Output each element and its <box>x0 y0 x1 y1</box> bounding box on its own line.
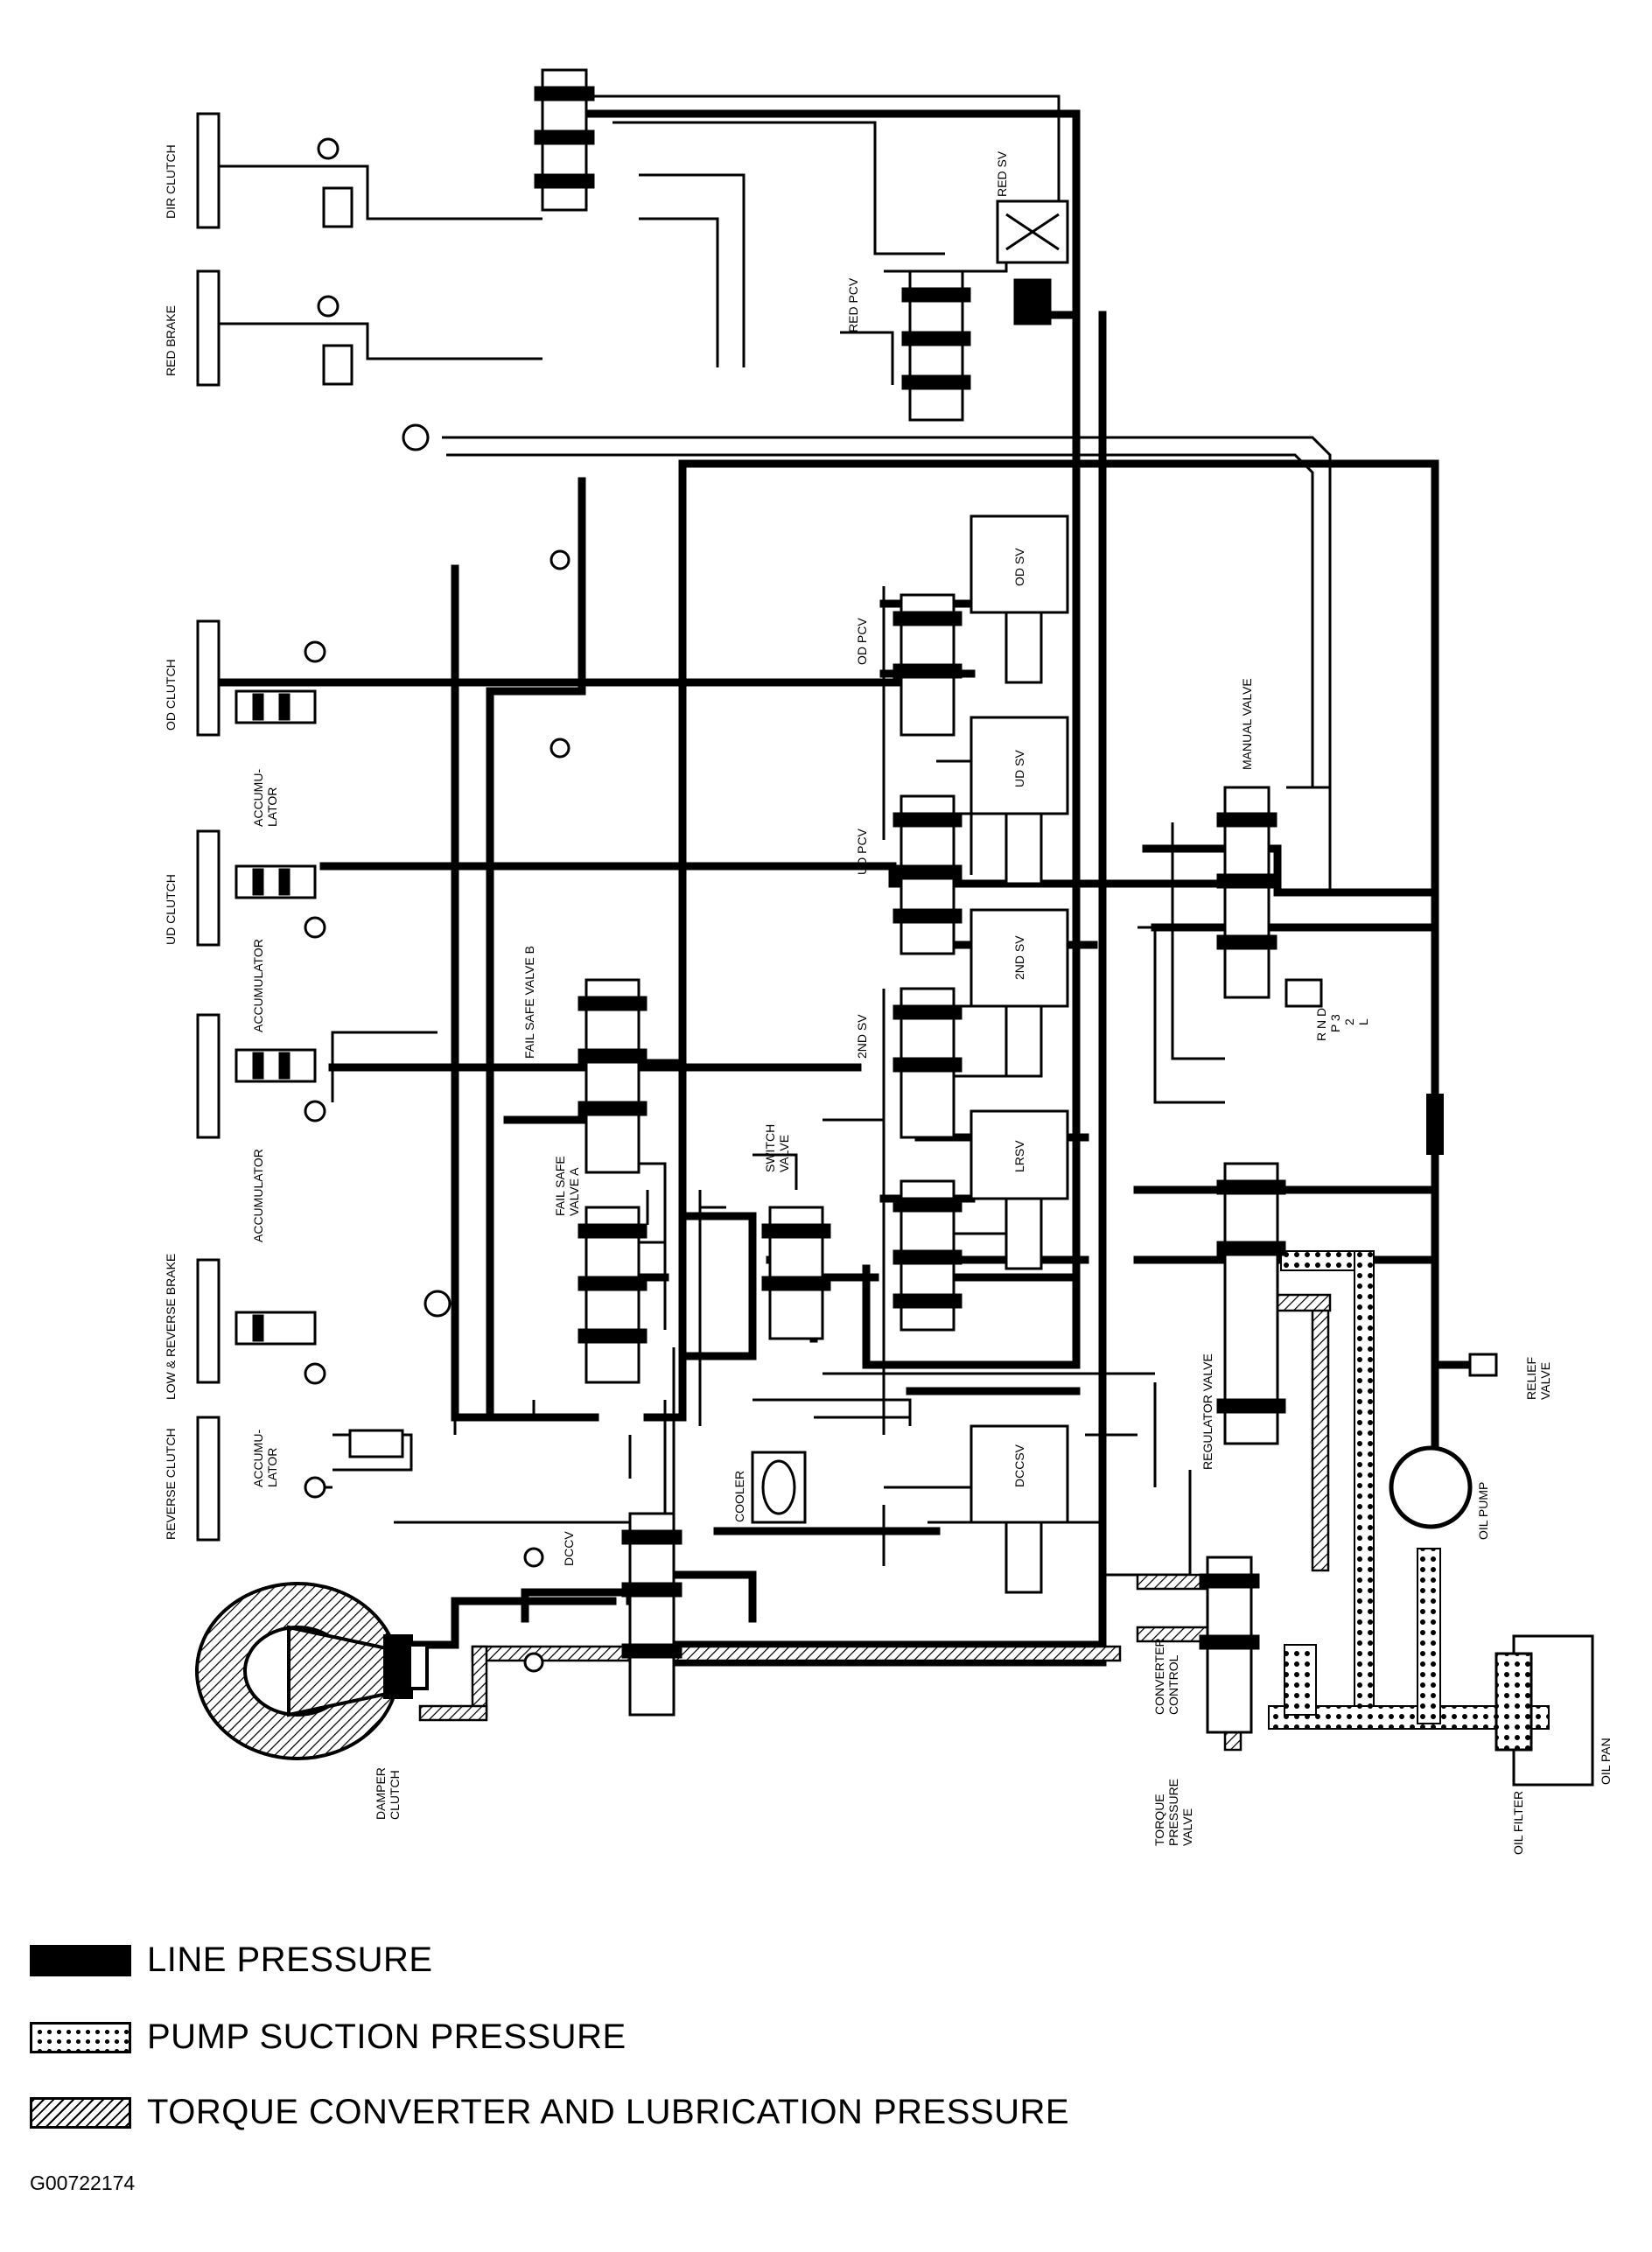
fail-safe-b-valve <box>578 978 648 1174</box>
label-switch-valve: SWITCHVALVE <box>763 1124 791 1172</box>
check-balls <box>317 137 570 1673</box>
label-second-sv: 2ND SV <box>855 1014 869 1059</box>
pump-suction-swatch <box>30 2021 131 2053</box>
od-sv-solenoid <box>970 514 1069 684</box>
line-pressure-orifice <box>1426 1094 1444 1155</box>
dir-valve-stack <box>534 68 595 212</box>
label-lrsv: LRSV <box>1012 1140 1026 1172</box>
lr-pcv-valve <box>892 1179 962 1332</box>
legend-line-pressure: LINE PRESSURE <box>30 1941 433 1980</box>
hydraulic-circuit-diagram: DIR CLUTCH RED BRAKE RED SV RED PCV OD C… <box>164 68 1613 1855</box>
legend-pump-suction: PUMP SUCTION PRESSURE <box>30 2018 626 2057</box>
label-oil-pan: OIL PAN <box>1599 1738 1613 1785</box>
label-red-brake: RED BRAKE <box>164 305 178 376</box>
od-clutch-bar <box>196 619 220 737</box>
label-red-sv: RED SV <box>995 150 1009 197</box>
label-accumulator-od: ACCUMU-LATOR <box>251 769 279 827</box>
label-low-reverse-brake: LOW & REVERSE BRAKE <box>164 1254 178 1400</box>
label-accumulator-rc: ACCUMU-LATOR <box>251 1430 279 1487</box>
manual-valve <box>1216 786 1323 1008</box>
oil-pan <box>1494 1634 1594 1787</box>
relief-valve <box>1468 1353 1498 1377</box>
label-reverse-clutch: REVERSE CLUTCH <box>164 1428 178 1540</box>
label-cooler: COOLER <box>732 1471 746 1522</box>
label-fail-safe-a: FAIL SAFEVALVE A <box>553 1156 581 1216</box>
ud-pcv-valve <box>892 794 962 955</box>
oil-pump <box>1389 1445 1473 1529</box>
ud-clutch-bar <box>196 829 220 947</box>
label-dir-clutch: DIR CLUTCH <box>164 144 178 219</box>
label-regulator-valve: REGULATOR VALVE <box>1200 1353 1214 1470</box>
torque-converter-swatch <box>30 2096 131 2129</box>
legend-torque-converter: TORQUE CONVERTER AND LUBRICATION PRESSUR… <box>30 2093 1069 2132</box>
accumulator-lrb <box>234 1311 326 1385</box>
red-sv-solenoid <box>996 199 1069 325</box>
label-oil-filter: OIL FILTER <box>1511 1791 1525 1855</box>
accumulators <box>234 137 570 1673</box>
clutch-bars <box>196 112 220 1542</box>
label-dccsv: DCCSV <box>1012 1444 1026 1487</box>
label-accumulator-ud: ACCUMULATOR <box>251 939 265 1032</box>
label-accumulator-lr: ACCUMULATOR <box>251 1149 265 1242</box>
accumulator-ud <box>234 864 326 939</box>
component-labels: DIR CLUTCH RED BRAKE RED SV RED PCV OD C… <box>164 144 1613 1855</box>
label-od-pcv: OD PCV <box>855 618 869 665</box>
label-damper-clutch: DAMPERCLUTCH <box>374 1767 402 1820</box>
label-second-sv-box: 2ND SV <box>1012 935 1026 980</box>
label-torque-pressure-valve: TORQUEPRESSUREVALVE <box>1152 1779 1194 1846</box>
dir-clutch-bar <box>196 112 220 229</box>
accumulator-lr <box>234 1048 326 1123</box>
label-ud-clutch: UD CLUTCH <box>164 874 178 945</box>
second-sv-solenoid <box>970 908 1069 1078</box>
accumulator-rc <box>304 1429 404 1499</box>
label-converter-control: CONVERTERCONTROL <box>1152 1638 1180 1715</box>
accumulator-od <box>234 640 326 724</box>
switch-valve <box>761 1206 831 1340</box>
reverse-clutch-bar <box>196 1416 220 1542</box>
fail-safe-a-valve <box>578 1206 648 1384</box>
second-pcv-valve <box>892 987 962 1139</box>
label-shift-positions: R N DP 32L <box>1314 1008 1370 1041</box>
label-dccv: DCCV <box>562 1531 576 1566</box>
red-pcv-valve <box>901 269 971 422</box>
label-relief-valve: RELIEFVALVE <box>1524 1357 1552 1400</box>
figure-id: G00722174 <box>30 2172 136 2194</box>
cooler <box>751 1451 807 1524</box>
legend-torque-converter-label: TORQUE CONVERTER AND LUBRICATION PRESSUR… <box>147 2093 1070 2131</box>
dccv-valve <box>621 1512 682 1717</box>
lrsv-solenoid <box>970 1109 1069 1270</box>
pump-suction-passages <box>1268 1250 1550 1730</box>
legend-pump-suction-label: PUMP SUCTION PRESSURE <box>147 2018 626 2056</box>
label-ud-sv: UD SV <box>1012 750 1026 787</box>
signal-passages <box>219 94 1332 1610</box>
dccsv-solenoid <box>970 1424 1069 1594</box>
valve-bodies <box>534 68 1594 1787</box>
label-od-clutch: OD CLUTCH <box>164 659 178 731</box>
red-brake-bar <box>196 269 220 387</box>
regulator-valve <box>1216 1162 1286 1445</box>
low-reverse-brake-bar <box>196 1258 220 1384</box>
torque-pressure-valve <box>1199 1556 1260 1734</box>
od-pcv-valve <box>892 593 962 737</box>
label-red-pcv: RED PCV <box>846 277 860 332</box>
torque-converter <box>195 1582 429 1760</box>
ud-sv-solenoid <box>970 716 1069 885</box>
label-manual-valve: MANUAL VALVE <box>1240 678 1254 770</box>
label-od-sv: OD SV <box>1012 548 1026 586</box>
label-ud-pcv: UD PCV <box>855 828 869 875</box>
label-fail-safe-b: FAIL SAFE VALVE B <box>522 946 536 1059</box>
accumulator-clutch-bar <box>196 1013 220 1139</box>
line-pressure-swatch <box>30 1944 131 1976</box>
label-oil-pump: OIL PUMP <box>1476 1482 1490 1540</box>
legend-line-pressure-label: LINE PRESSURE <box>147 1941 433 1979</box>
